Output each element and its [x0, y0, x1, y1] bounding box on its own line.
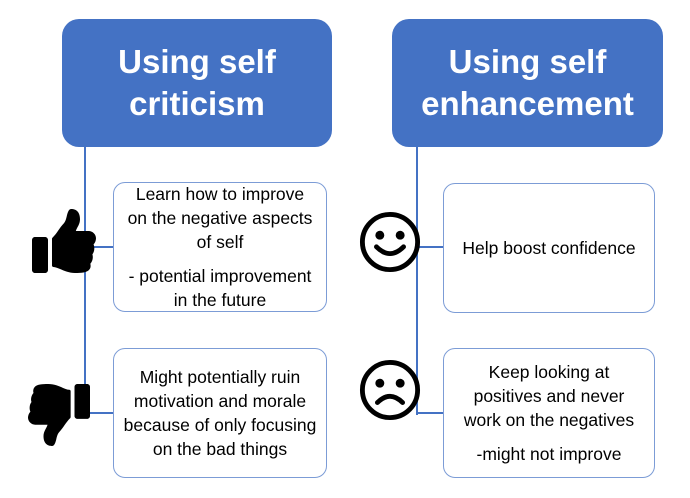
connector-vline-right [416, 147, 418, 415]
con-box-self-criticism: Might potentially ruin motivation and mo… [113, 348, 327, 478]
con-box-self-enhancement-text-1: Keep looking at positives and never work… [463, 362, 635, 430]
header-using-self-enhancement: Using self enhancement [392, 19, 663, 147]
con-box-self-criticism-text: Might potentially ruin motivation and mo… [123, 367, 317, 459]
con-box-self-enhancement-text-2: -might not improve [476, 444, 622, 464]
pro-box-self-criticism: Learn how to improve on the negative asp… [113, 182, 327, 312]
connector-hline-right-top [417, 246, 444, 248]
thumbs-up-icon [31, 209, 97, 273]
con-box-self-enhancement: Keep looking at positives and never work… [443, 348, 655, 478]
connector-hline-left-bottom [85, 412, 114, 414]
pro-box-self-criticism-text-2: - potential improvement in the future [128, 266, 312, 310]
header-using-self-criticism: Using self criticism [62, 19, 332, 147]
pro-box-self-enhancement: Help boost confidence [443, 183, 655, 313]
pro-box-self-criticism-text-1: Learn how to improve on the negative asp… [127, 184, 313, 252]
sad-face-icon [359, 359, 421, 421]
connector-vline-left [84, 147, 86, 415]
pro-box-self-enhancement-text: Help boost confidence [462, 238, 636, 258]
smiley-face-icon [359, 211, 421, 273]
connector-hline-left-top [85, 246, 114, 248]
thumbs-down-icon [26, 384, 92, 446]
connector-hline-right-bottom [417, 412, 444, 414]
